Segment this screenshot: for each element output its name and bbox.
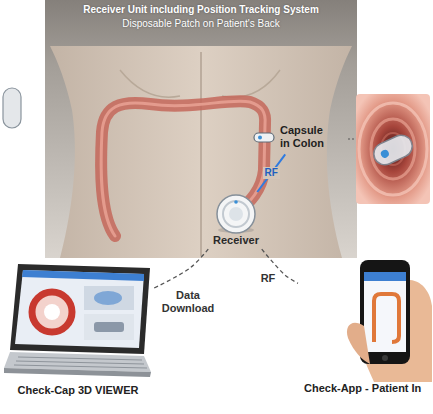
- phone-node-picture-path: [347, 323, 370, 364]
- capsule-node-picture-circle: [258, 136, 262, 140]
- receiver-node-picture: [205, 194, 267, 234]
- node-heading: Check-Cap 3D VIEWER: [4, 384, 152, 397]
- laptop-node-picture-path: [14, 357, 147, 368]
- phone-node-picture: [304, 256, 433, 382]
- phone-node-picture-path: [364, 280, 432, 382]
- receiver-node: Receiver: [205, 194, 267, 247]
- connector: [154, 249, 208, 288]
- laptop-node: Check-Cap 3D VIEWER: [4, 262, 152, 399]
- colon: [101, 101, 265, 236]
- laptop-node-picture-circle: [44, 304, 60, 320]
- phone-node-picture-rect: [364, 272, 406, 281]
- node-subheading: Disposable Patch on Patient's Back: [51, 18, 351, 30]
- node-heading: Receiver Unit including Position Trackin…: [51, 4, 351, 16]
- edge-label: RF: [263, 167, 280, 179]
- laptop-node-picture-polygon: [15, 270, 144, 348]
- panel-ground: [45, 0, 357, 258]
- phone-node-picture-path: [374, 294, 399, 342]
- node-heading: Capsule in Colon: [280, 124, 332, 150]
- laptop-node-picture: [4, 262, 152, 384]
- patient-back: [50, 46, 352, 258]
- phone-node-picture-circle: [382, 355, 388, 361]
- phone-node-picture-rect: [364, 272, 406, 352]
- laptop-node-picture-rect: [84, 314, 134, 340]
- receiver-node-picture-circle: [229, 207, 243, 221]
- receiver-node-picture-circle: [223, 201, 249, 227]
- colon-inset-g: [370, 132, 416, 169]
- laptop-node-picture-polygon: [22, 270, 144, 281]
- laptop-node-picture-polygon: [4, 368, 151, 377]
- phone-node: Check-App - Patient In: [300, 256, 430, 397]
- receiver-node-picture-circle: [217, 195, 255, 233]
- colon-inset-ellipse: [371, 119, 415, 179]
- node-heading: Check-App - Patient In: [304, 382, 430, 395]
- capsule-node-picture-rect: [254, 133, 274, 142]
- colon-inset-g-rect: [370, 132, 416, 169]
- capsule-icon: [3, 88, 21, 128]
- colon-highlight: [101, 101, 265, 236]
- laptop-node-picture-circle: [32, 292, 72, 332]
- colon-inset-rect: [356, 94, 430, 204]
- edge-label: RF: [259, 272, 278, 285]
- connector: [257, 154, 285, 192]
- laptop-node-picture-polygon: [10, 264, 150, 354]
- laptop-node-picture-rect: [84, 286, 134, 310]
- capsule-node-picture: [252, 130, 276, 144]
- spine-line: [200, 52, 202, 256]
- colon-inset-ellipse: [359, 103, 427, 195]
- laptop-node-picture-ellipse: [94, 291, 122, 305]
- colon-inset-g-circle: [380, 148, 391, 159]
- leader-line: [348, 139, 356, 140]
- colon-inset: [356, 94, 430, 204]
- edge-label: Data Download: [158, 289, 218, 315]
- back-panel: Receiver Unit including Position Trackin…: [45, 0, 357, 258]
- receiver-node-picture-circle: [234, 200, 238, 204]
- laptop-node-picture-rect: [94, 322, 124, 332]
- capsule-node: Capsule in Colon: [250, 122, 346, 152]
- node-heading: Receiver: [205, 234, 267, 247]
